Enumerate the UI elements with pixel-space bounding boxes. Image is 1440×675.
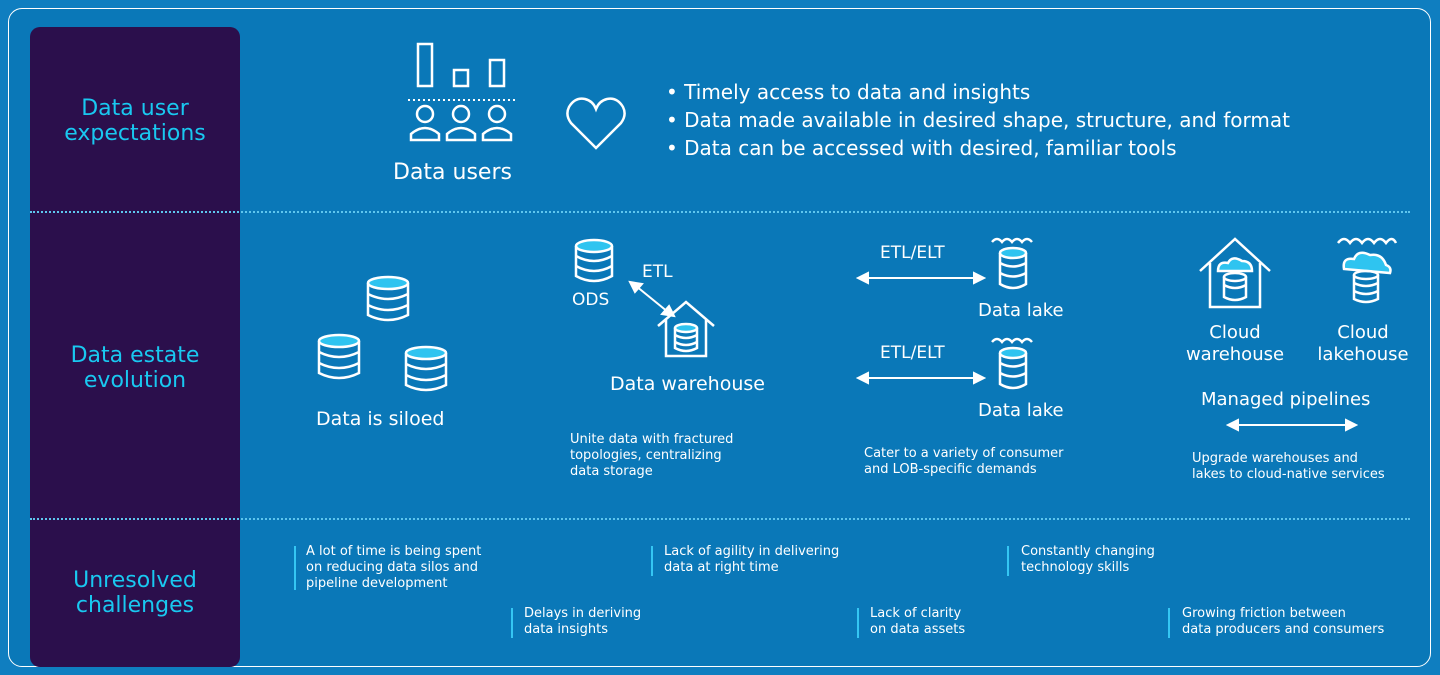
label-unresolved-challenges: Unresolved challenges	[73, 568, 197, 618]
etl-elt-label-1: ETL/ELT	[880, 243, 945, 263]
challenge-6: Growing friction between data producers …	[1182, 606, 1385, 637]
expectation-bullet-2: • Data made available in desired shape, …	[666, 108, 1290, 132]
accent-bar	[651, 546, 653, 576]
section-divider-bottom	[30, 518, 1410, 520]
challenge-1: A lot of time is being spent on reducing…	[306, 544, 482, 591]
challenge-2: Delays in deriving data insights	[524, 606, 642, 637]
etl-label: ETL	[642, 262, 673, 282]
accent-bar	[294, 546, 296, 590]
lake-note: Cater to a variety of consumer and LOB-s…	[864, 446, 1064, 477]
cloud-warehouse-icon	[1199, 237, 1271, 309]
data-warehouse-label: Data warehouse	[610, 373, 765, 395]
section-divider-top	[30, 211, 1410, 213]
diagram-frame	[8, 8, 1431, 667]
label-data-user-expectations: Data user expectations	[64, 96, 206, 146]
double-arrow-icon	[856, 271, 986, 285]
accent-bar	[511, 608, 513, 638]
cloud-lakehouse-icon	[1337, 237, 1398, 304]
managed-pipelines-label: Managed pipelines	[1201, 389, 1371, 410]
expectation-bullet-1: • Timely access to data and insights	[666, 80, 1031, 104]
label-data-estate-evolution: Data estate evolution	[70, 343, 200, 393]
data-lake-label-1: Data lake	[978, 300, 1064, 321]
challenge-5: Constantly changing technology skills	[1021, 544, 1155, 575]
expectation-bullet-3: • Data can be accessed with desired, fam…	[666, 136, 1177, 160]
data-lake-label-2: Data lake	[978, 400, 1064, 421]
etl-elt-label-2: ETL/ELT	[880, 343, 945, 363]
double-arrow-icon	[1226, 418, 1358, 432]
cloud-lakehouse-label: Cloud lakehouse	[1317, 322, 1409, 365]
cloud-warehouse-label: Cloud warehouse	[1185, 322, 1285, 365]
accent-bar	[857, 608, 859, 638]
data-siloed-label: Data is siloed	[316, 408, 445, 430]
data-users-icon	[408, 42, 518, 142]
data-users-label: Data users	[393, 160, 512, 185]
ods-label: ODS	[572, 290, 610, 310]
ods-database-icon	[574, 238, 614, 283]
sidebar	[30, 27, 240, 667]
accent-bar	[1007, 546, 1009, 576]
data-warehouse-icon	[657, 300, 715, 358]
database-icon	[404, 345, 448, 392]
challenge-3: Lack of agility in delivering data at ri…	[664, 544, 840, 575]
database-icon	[317, 333, 361, 380]
data-lake-icon	[991, 237, 1033, 290]
heart-icon	[566, 97, 626, 150]
accent-bar	[1168, 608, 1170, 638]
double-arrow-icon	[856, 371, 986, 385]
challenge-4: Lack of clarity on data assets	[870, 606, 966, 637]
cloud-note: Upgrade warehouses and lakes to cloud-na…	[1192, 451, 1385, 482]
database-icon	[366, 275, 410, 322]
data-lake-icon	[991, 337, 1033, 390]
warehouse-note: Unite data with fractured topologies, ce…	[570, 432, 734, 479]
